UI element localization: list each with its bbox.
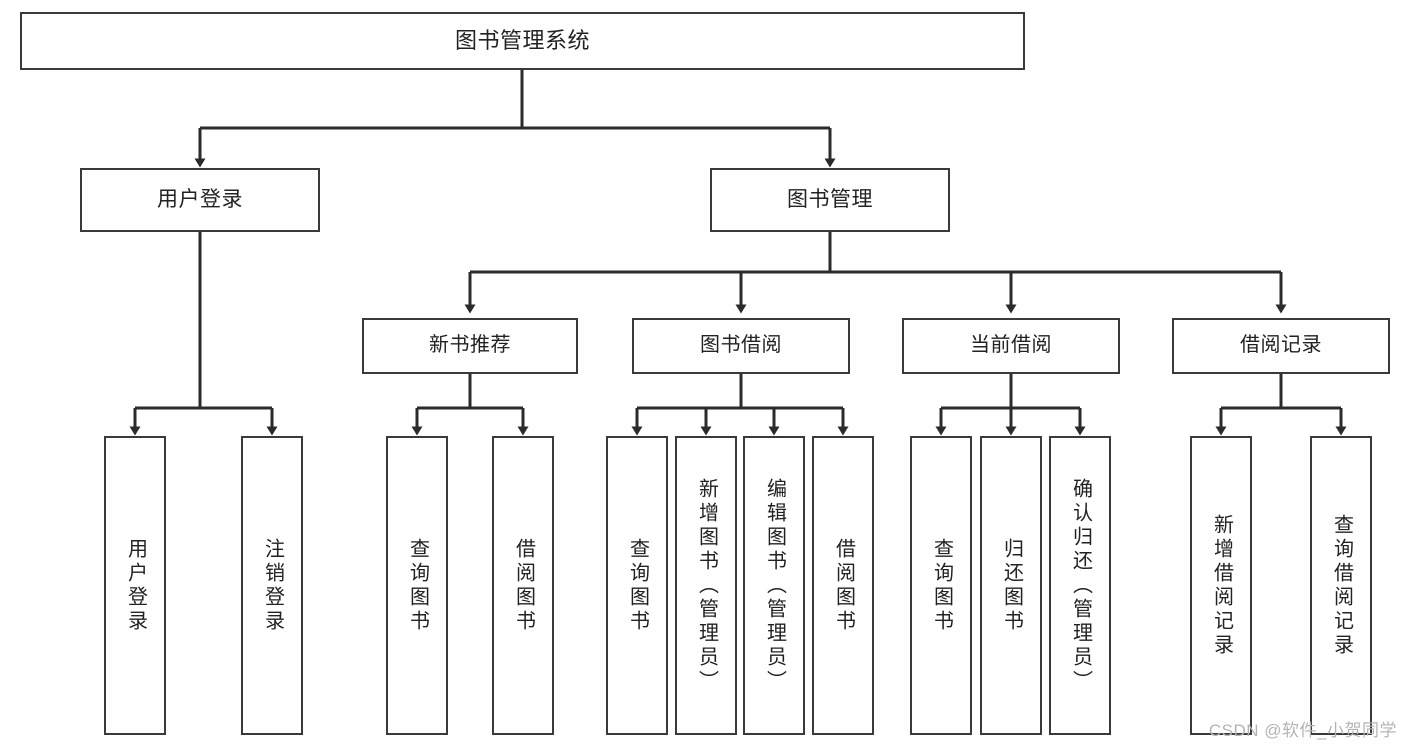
node-label: 新书推荐 (429, 334, 511, 357)
node-label: 注销登录 (261, 537, 284, 634)
node-label: 编辑图书（管理员） (763, 477, 786, 694)
leaf-query-book-current[interactable]: 查询图书 (910, 436, 972, 735)
node-label: 用户登录 (124, 537, 147, 634)
leaf-add-borrow-record[interactable]: 新增借阅记录 (1190, 436, 1252, 735)
node-borrow-record[interactable]: 借阅记录 (1172, 318, 1390, 374)
node-label: 借阅图书 (512, 537, 535, 634)
leaf-add-book-admin[interactable]: 新增图书（管理员） (675, 436, 737, 735)
node-label: 查询图书 (406, 537, 429, 634)
watermark-text: CSDN @软件_小贺同学 (1208, 721, 1397, 740)
leaf-user-login[interactable]: 用户登录 (104, 436, 166, 735)
node-label: 确认归还（管理员） (1069, 477, 1092, 694)
node-user-login[interactable]: 用户登录 (80, 168, 320, 232)
node-label: 图书借阅 (700, 334, 782, 357)
node-label: 查询图书 (626, 537, 649, 634)
node-label: 借阅记录 (1240, 334, 1322, 357)
node-label: 借阅图书 (832, 537, 855, 634)
node-new-book-recommend[interactable]: 新书推荐 (362, 318, 578, 374)
leaf-confirm-return-admin[interactable]: 确认归还（管理员） (1049, 436, 1111, 735)
node-current-borrow[interactable]: 当前借阅 (902, 318, 1120, 374)
node-root-system[interactable]: 图书管理系统 (20, 12, 1025, 70)
node-book-borrow[interactable]: 图书借阅 (632, 318, 850, 374)
node-label: 查询图书 (930, 537, 953, 634)
node-label: 新增借阅记录 (1210, 513, 1233, 658)
leaf-return-book[interactable]: 归还图书 (980, 436, 1042, 735)
leaf-borrow-book-recommend[interactable]: 借阅图书 (492, 436, 554, 735)
node-label: 图书管理系统 (454, 28, 590, 54)
leaf-logout[interactable]: 注销登录 (241, 436, 303, 735)
leaf-query-book-recommend[interactable]: 查询图书 (386, 436, 448, 735)
node-label: 归还图书 (1000, 537, 1023, 634)
node-label: 查询借阅记录 (1330, 513, 1353, 658)
node-label: 图书管理 (787, 187, 873, 211)
leaf-edit-book-admin[interactable]: 编辑图书（管理员） (743, 436, 805, 735)
node-label: 当前借阅 (970, 334, 1052, 357)
node-book-management[interactable]: 图书管理 (710, 168, 950, 232)
leaf-borrow-book[interactable]: 借阅图书 (812, 436, 874, 735)
node-label: 用户登录 (157, 187, 243, 211)
leaf-query-borrow-record[interactable]: 查询借阅记录 (1310, 436, 1372, 735)
leaf-query-book-borrow[interactable]: 查询图书 (606, 436, 668, 735)
node-label: 新增图书（管理员） (695, 477, 718, 694)
